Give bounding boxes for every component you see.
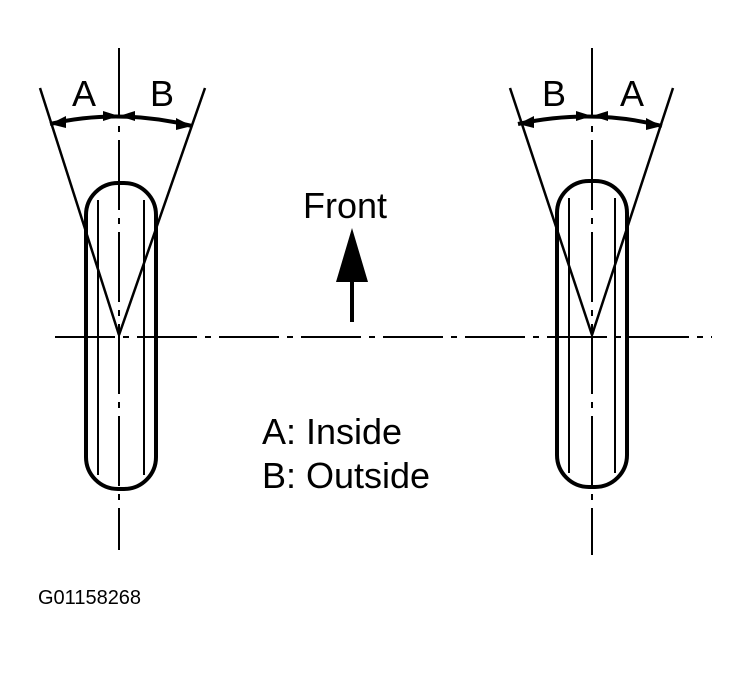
left-wheel-label-a: A <box>72 73 96 114</box>
front-direction-indicator: Front <box>303 185 387 322</box>
left-wheel-tire <box>84 181 158 491</box>
left-wheel-label-b: B <box>150 73 174 114</box>
front-label: Front <box>303 185 387 226</box>
right-angle-line-a <box>590 87 675 336</box>
legend-item-inside: A: Inside <box>262 411 402 452</box>
right-wheel-label-b: B <box>542 73 566 114</box>
right-arc-arrowhead <box>592 111 608 121</box>
legend-item-outside: B: Outside <box>262 455 430 496</box>
left-wheel-group: A B <box>38 48 207 550</box>
left-angle-arc <box>49 114 193 128</box>
right-angle-arc <box>517 114 663 128</box>
left-arc-arrowhead <box>119 111 135 121</box>
right-wheel-label-a: A <box>620 73 644 114</box>
left-arc-arrowhead <box>176 118 192 130</box>
right-arc-arrowhead <box>518 116 534 128</box>
left-angle-line-a <box>38 87 121 336</box>
left-arc-arrowhead <box>50 116 66 128</box>
legend: A: Inside B: Outside <box>262 411 430 496</box>
left-angle-line-b <box>117 87 207 336</box>
right-angle-line-b <box>508 87 594 336</box>
figure-id: G01158268 <box>38 587 141 609</box>
right-arc-arrowhead <box>576 111 592 121</box>
right-arc-arrowhead <box>646 118 662 130</box>
right-wheel-group: B A <box>508 48 675 555</box>
left-arc-arrowhead <box>103 111 119 121</box>
front-arrow-head-icon <box>336 228 368 282</box>
